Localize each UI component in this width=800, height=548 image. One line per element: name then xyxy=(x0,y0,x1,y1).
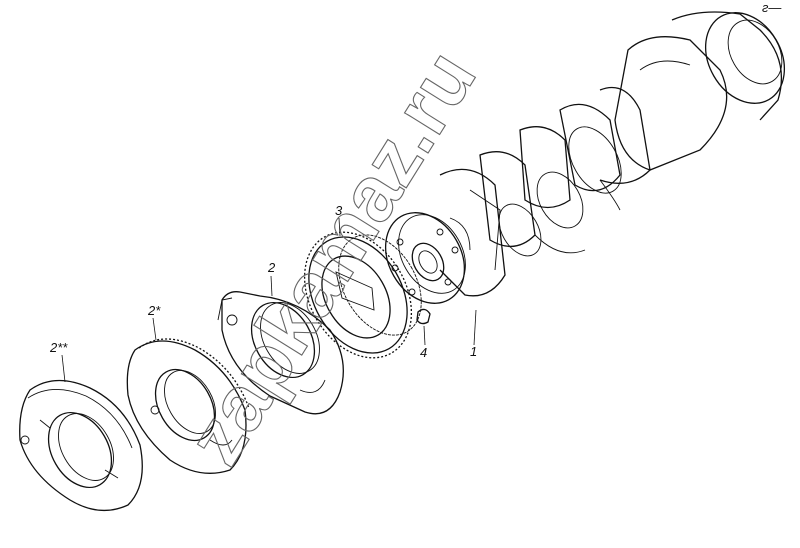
callout-2: 2 xyxy=(267,260,276,275)
callout-1: 1 xyxy=(470,344,477,359)
leader-3 xyxy=(338,217,341,237)
callout-2-star: 2* xyxy=(147,303,161,318)
counterweight-part-2 xyxy=(217,291,344,415)
gear-part-2-star xyxy=(126,338,250,474)
leader-4 xyxy=(423,325,426,346)
disc-part-2-double-star xyxy=(19,379,143,512)
watermark: zapkamaz.ru xyxy=(170,35,493,479)
callout-3: 3 xyxy=(335,203,343,218)
leader-1 xyxy=(473,309,477,346)
gear-part-3 xyxy=(303,231,422,359)
leader-2-star xyxy=(152,317,157,341)
callout-2-double-star: 2** xyxy=(49,340,68,355)
leader-2 xyxy=(270,275,273,297)
key-part-4 xyxy=(416,308,431,325)
callout-4: 4 xyxy=(420,345,427,360)
corner-mark: г— xyxy=(762,0,782,15)
crankshaft xyxy=(385,11,785,304)
leader-2-double-star xyxy=(61,354,66,383)
